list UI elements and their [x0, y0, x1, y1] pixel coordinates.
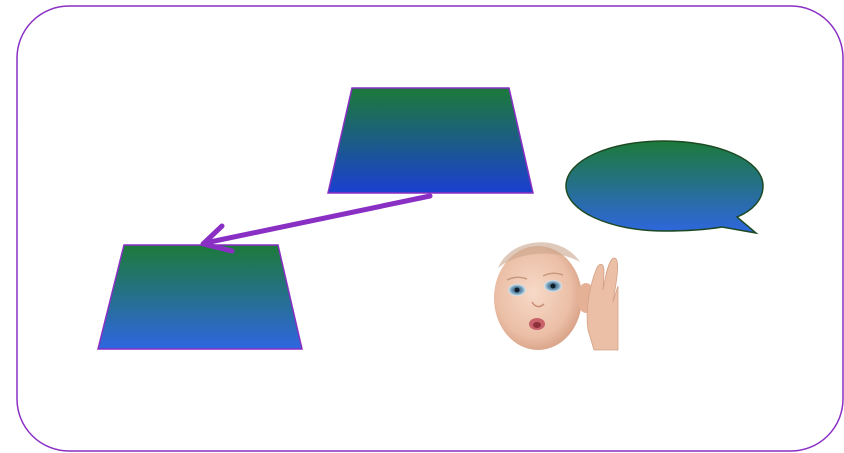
bottom-trapezoid-shape[interactable]	[98, 245, 302, 349]
top-trapezoid-shape[interactable]	[328, 88, 533, 193]
connector-arrow[interactable]	[203, 196, 430, 251]
diagram-frame	[17, 6, 843, 451]
speech-bubble-shape[interactable]	[566, 141, 763, 233]
baby-listening-photo	[486, 232, 618, 350]
connector-line	[205, 196, 430, 243]
